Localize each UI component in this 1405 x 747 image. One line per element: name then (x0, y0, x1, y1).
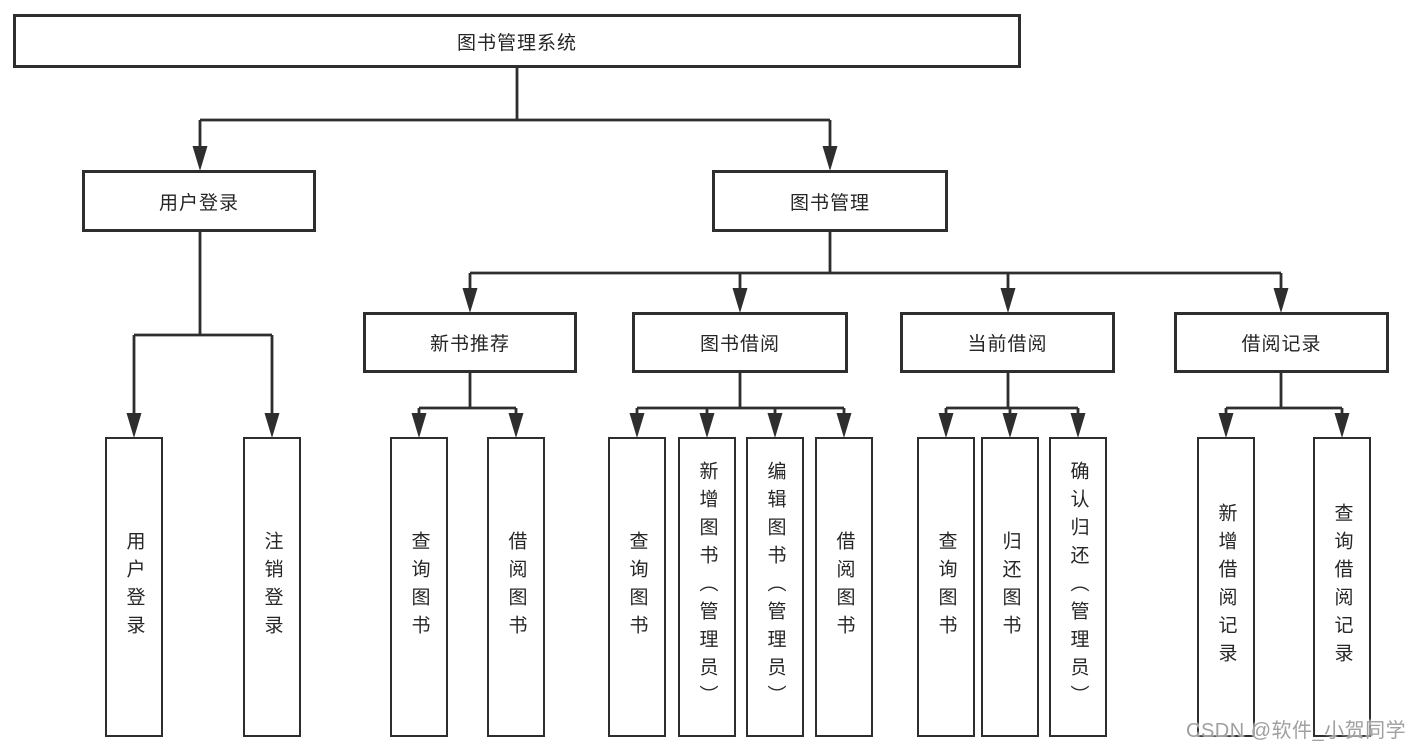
node-root-system-label: 图书管理系统 (456, 32, 577, 54)
connector-user-login-children (132, 232, 274, 414)
leaf-edit-books-admin-label: 编辑图书（管理员） (764, 461, 786, 713)
connector-borrow-records-children (1224, 373, 1344, 414)
leaf-borrow-books-recommend-label: 借阅图书 (505, 531, 527, 643)
leaf-query-books-recommend: 查询图书 (390, 437, 448, 737)
node-book-borrow: 图书借阅 (632, 312, 848, 373)
leaf-query-borrow-record-label: 查询借阅记录 (1331, 503, 1353, 671)
leaf-edit-books-admin: 编辑图书（管理员） (746, 437, 804, 737)
node-borrow-records-label: 借阅记录 (1241, 334, 1322, 355)
leaf-add-borrow-record-label: 新增借阅记录 (1215, 503, 1237, 671)
leaf-borrow-books-borrow: 借阅图书 (815, 437, 873, 737)
leaf-return-books: 归还图书 (981, 437, 1039, 737)
leaf-user-login-label: 用户登录 (123, 531, 145, 643)
node-new-book-recommend-label: 新书推荐 (429, 334, 510, 355)
node-borrow-records: 借阅记录 (1174, 312, 1389, 373)
node-user-login: 用户登录 (82, 170, 316, 232)
node-book-management-label: 图书管理 (789, 192, 870, 214)
connector-book-borrow-children (635, 373, 846, 414)
leaf-borrow-books-borrow-label: 借阅图书 (833, 531, 855, 643)
node-book-borrow-label: 图书借阅 (699, 334, 780, 355)
connector-book-management-children (468, 232, 1283, 289)
node-current-borrow-label: 当前借阅 (967, 334, 1048, 355)
connector-new-book-children (417, 373, 518, 414)
node-root-system: 图书管理系统 (13, 14, 1021, 68)
leaf-query-books-current-label: 查询图书 (935, 531, 957, 643)
connector-root-to-level2 (198, 68, 832, 147)
leaf-logout: 注销登录 (243, 437, 301, 737)
leaf-query-books-current: 查询图书 (917, 437, 975, 737)
node-book-management: 图书管理 (712, 170, 948, 232)
csdn-watermark: CSDN @软件_小贺同学 (1186, 720, 1405, 742)
leaf-borrow-books-recommend: 借阅图书 (487, 437, 545, 737)
connector-current-borrow-children (944, 373, 1080, 414)
leaf-user-login: 用户登录 (105, 437, 163, 737)
node-new-book-recommend: 新书推荐 (363, 312, 577, 373)
leaf-confirm-return-admin: 确认归还（管理员） (1049, 437, 1107, 737)
leaf-confirm-return-admin-label: 确认归还（管理员） (1067, 461, 1089, 713)
node-current-borrow: 当前借阅 (900, 312, 1115, 373)
arrowheads (126, 146, 1350, 438)
leaf-add-books-admin-label: 新增图书（管理员） (696, 461, 718, 713)
leaf-return-books-label: 归还图书 (999, 531, 1021, 643)
leaf-query-borrow-record: 查询借阅记录 (1313, 437, 1371, 737)
node-user-login-label: 用户登录 (158, 192, 239, 214)
leaf-add-books-admin: 新增图书（管理员） (678, 437, 736, 737)
leaf-query-books-borrow: 查询图书 (608, 437, 666, 737)
leaf-add-borrow-record: 新增借阅记录 (1197, 437, 1255, 737)
leaf-logout-label: 注销登录 (261, 531, 283, 643)
leaf-query-books-borrow-label: 查询图书 (626, 531, 648, 643)
leaf-query-books-recommend-label: 查询图书 (408, 531, 430, 643)
